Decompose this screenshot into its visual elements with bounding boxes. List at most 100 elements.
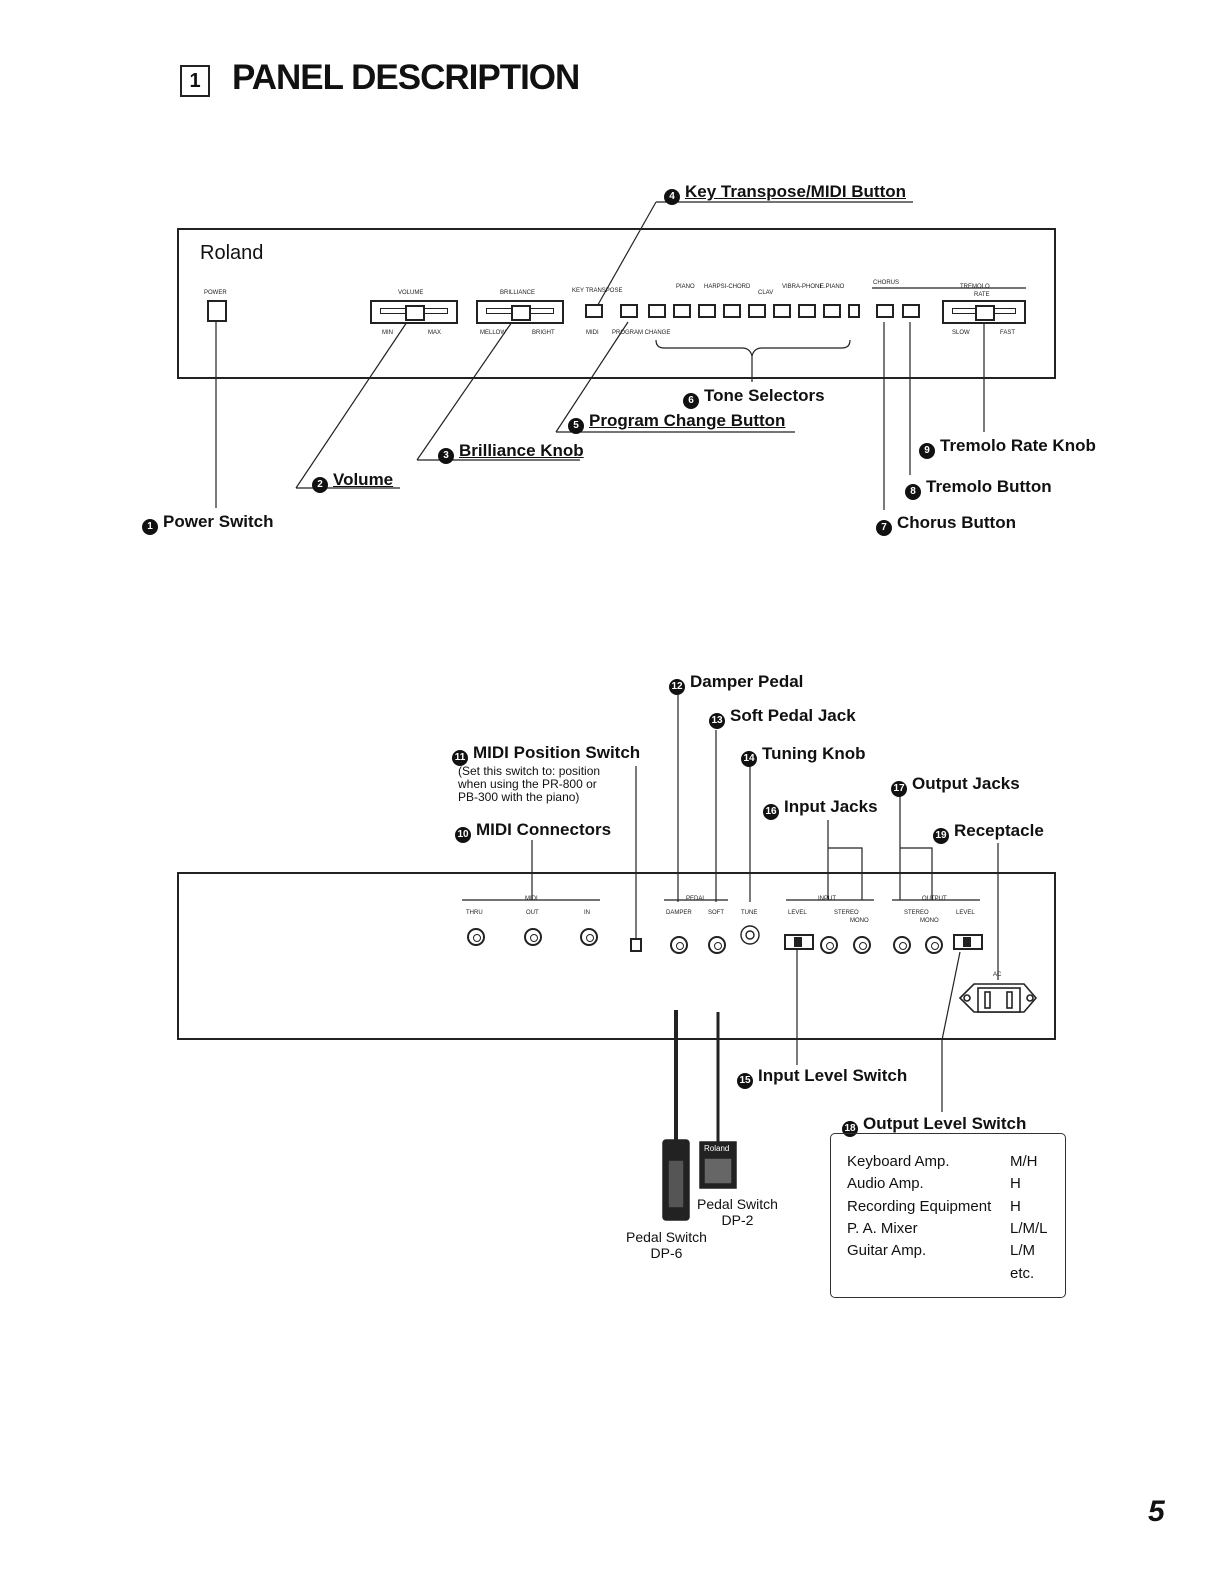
table-row-device: Audio Amp. xyxy=(847,1175,924,1192)
output-jack-r[interactable] xyxy=(893,936,911,954)
table-row-device: Keyboard Amp. xyxy=(847,1153,950,1170)
input-level-switch[interactable] xyxy=(784,934,814,950)
dp2-brand: Roland xyxy=(704,1144,730,1153)
output-jack-l-mono[interactable] xyxy=(925,936,943,954)
tune-text: TUNE xyxy=(741,910,758,916)
volume-slider-knob[interactable] xyxy=(405,305,425,321)
tone-selector-7[interactable] xyxy=(798,304,816,318)
tone-group-epiano: E.PIANO xyxy=(820,284,845,290)
table-row-level: H xyxy=(1010,1175,1021,1192)
chorus-button[interactable] xyxy=(876,304,894,318)
dp2-caption: Pedal Switch DP-2 xyxy=(697,1196,778,1228)
table-row-level: M/H xyxy=(1010,1153,1038,1170)
chorus-text: CHORUS xyxy=(873,280,900,286)
midi-out-jack[interactable] xyxy=(524,928,542,946)
pedal-text: PEDAL xyxy=(686,896,706,902)
input-level-text: LEVEL xyxy=(788,910,807,916)
tuning-knob-graphic xyxy=(740,925,760,945)
midi-front-text: MIDI xyxy=(586,330,599,336)
input-jack-l-mono[interactable] xyxy=(853,936,871,954)
table-row-device: Recording Equipment xyxy=(847,1198,992,1215)
tone-selector-8[interactable] xyxy=(823,304,841,318)
midi-position-note: (Set this switch to: position when using… xyxy=(458,764,601,804)
output-level-table xyxy=(830,1133,1066,1298)
tone-group-clav: CLAV xyxy=(758,290,774,296)
tremolo-rate-slider[interactable] xyxy=(942,300,1026,324)
key-transpose-button[interactable] xyxy=(585,304,603,318)
midi-in-jack[interactable] xyxy=(580,928,598,946)
input-text: INPUT xyxy=(818,896,836,902)
output-text: OUTPUT xyxy=(922,896,947,902)
out-text: OUT xyxy=(526,910,539,916)
program-change-text: PROGRAM CHANGE xyxy=(612,330,671,336)
table-row-device: Guitar Amp. xyxy=(847,1242,927,1259)
bright-text: BRIGHT xyxy=(532,330,555,336)
pedal-dp2-graphic xyxy=(699,1141,737,1189)
tone-selector-6[interactable] xyxy=(773,304,791,318)
tone-selector-5[interactable] xyxy=(748,304,766,318)
min-text: MIN xyxy=(382,330,393,336)
tone-group-piano: PIANO xyxy=(676,284,695,290)
brand-logo: Roland xyxy=(200,242,264,264)
tone-selector-2[interactable] xyxy=(673,304,691,318)
section-number: 1 xyxy=(180,65,210,97)
mellow-text: MELLOW xyxy=(480,330,507,336)
midi-thru-jack[interactable] xyxy=(467,928,485,946)
thru-text: THRU xyxy=(466,910,483,916)
program-change-button[interactable] xyxy=(620,304,638,318)
page-number: 5 xyxy=(1148,1495,1165,1528)
slow-text: SLOW xyxy=(952,330,970,336)
tone-selector-3[interactable] xyxy=(698,304,716,318)
tremolo-rate-slider-knob[interactable] xyxy=(975,305,995,321)
tremolo-button[interactable] xyxy=(902,304,920,318)
soft-pedal-jack[interactable] xyxy=(708,936,726,954)
volume-text: VOLUME xyxy=(398,290,424,296)
table-row-level: L/M xyxy=(1010,1242,1036,1259)
leader-output-level xyxy=(941,951,961,1041)
brilliance-slider[interactable] xyxy=(476,300,564,324)
volume-slider[interactable] xyxy=(370,300,458,324)
ac-text: AC xyxy=(993,972,1002,978)
fast-text: FAST xyxy=(1000,330,1016,336)
pedal-dp6-graphic xyxy=(662,1139,690,1221)
output-level-switch[interactable] xyxy=(953,934,983,950)
brilliance-text: BRILLIANCE xyxy=(500,290,536,296)
midi-position-switch[interactable] xyxy=(630,938,642,952)
leader-transpose xyxy=(594,201,657,311)
table-row-level: etc. xyxy=(1010,1265,1035,1282)
output-level-text: LEVEL xyxy=(956,910,975,916)
tone-group-vibraphone: VIBRA-PHONE xyxy=(782,284,824,290)
front-panel xyxy=(177,228,1056,379)
tone-selector-9[interactable] xyxy=(848,304,860,318)
tone-selector-1[interactable] xyxy=(648,304,666,318)
damper-pedal-jack[interactable] xyxy=(670,936,688,954)
tone-group-harpsichord: HARPSI-CHORD xyxy=(704,284,751,290)
input-jack-r[interactable] xyxy=(820,936,838,954)
tone-selector-4[interactable] xyxy=(723,304,741,318)
brilliance-slider-knob[interactable] xyxy=(511,305,531,321)
power-switch[interactable] xyxy=(207,300,227,322)
tremolo-text: TREMOLO xyxy=(960,284,990,290)
table-row-level: L/M/L xyxy=(1010,1220,1048,1237)
output-stereo-text: STEREO xyxy=(904,910,929,916)
ac-receptacle xyxy=(958,983,1038,1013)
